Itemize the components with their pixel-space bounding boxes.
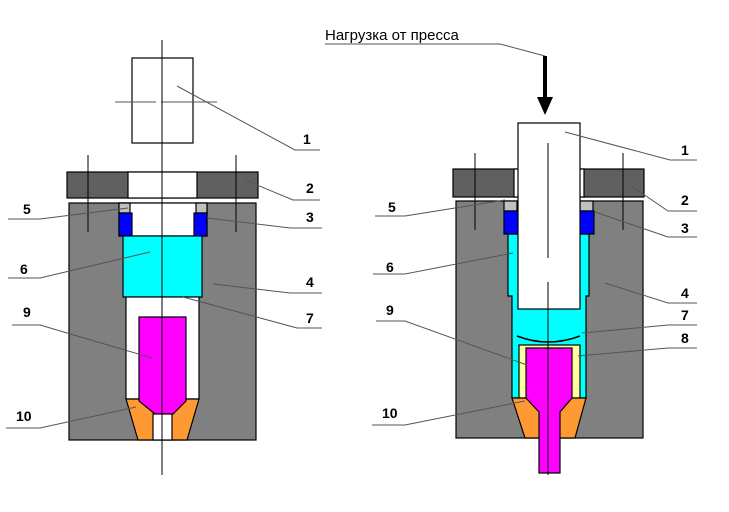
left-label-3: 3 xyxy=(306,209,314,225)
right-label-9: 9 xyxy=(386,302,394,318)
right-punch-1 xyxy=(517,122,581,310)
right-label-8: 8 xyxy=(681,330,689,346)
right-seal-3-r xyxy=(579,210,595,235)
right-label-1: 1 xyxy=(681,142,689,158)
load-arrow-head xyxy=(537,97,553,115)
left-label-7: 7 xyxy=(306,310,314,326)
right-blank-9 xyxy=(525,347,573,474)
right-label-2: 2 xyxy=(681,192,689,208)
right-label-10: 10 xyxy=(382,405,398,421)
left-ring-5-r xyxy=(195,202,208,214)
right-seal-3-l xyxy=(503,210,519,235)
left-seal-3-l xyxy=(118,212,133,237)
right-ring-5-l xyxy=(503,200,518,212)
load-title: Нагрузка от пресса xyxy=(325,27,459,44)
left-seal-3-r xyxy=(193,212,208,237)
left-label-5: 5 xyxy=(23,201,31,217)
right-label-5: 5 xyxy=(388,199,396,215)
right-label-3: 3 xyxy=(681,220,689,236)
right-label-6: 6 xyxy=(386,259,394,275)
left-label-4: 4 xyxy=(306,274,314,290)
left-label-9: 9 xyxy=(23,304,31,320)
right-ring-5-r xyxy=(579,200,594,212)
right-assembly: Нагрузка от пресса 1 2 3 4 xyxy=(325,27,697,475)
right-label-7: 7 xyxy=(681,307,689,323)
left-assembly: 1 2 3 4 5 6 7 9 10 xyxy=(6,40,322,475)
left-label-6: 6 xyxy=(20,261,28,277)
left-label-1: 1 xyxy=(303,131,311,147)
left-label-2: 2 xyxy=(306,180,314,196)
right-label-4: 4 xyxy=(681,285,689,301)
left-label-10: 10 xyxy=(16,408,32,424)
